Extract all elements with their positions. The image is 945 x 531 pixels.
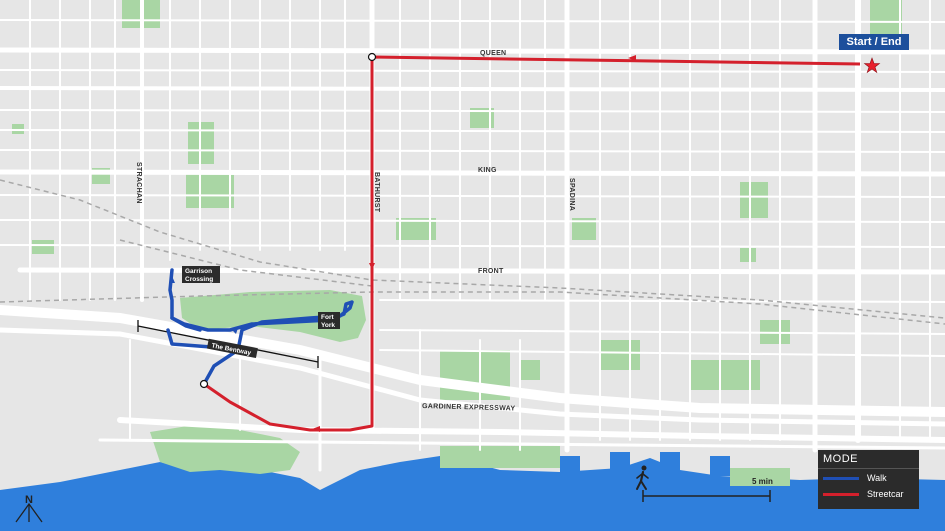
park-area bbox=[870, 0, 902, 36]
north-label: N bbox=[25, 494, 33, 506]
transfer-stop-queen-bathurst bbox=[367, 52, 377, 62]
legend-swatch-walk bbox=[823, 477, 859, 480]
park-area bbox=[12, 124, 24, 134]
svg-text:Garrison: Garrison bbox=[185, 268, 212, 275]
scale-label: 5 min bbox=[752, 477, 773, 486]
rail-lines bbox=[0, 179, 945, 325]
north-arrow-icon bbox=[15, 502, 43, 523]
harbour-slips bbox=[560, 452, 730, 476]
start-end-label: Start / End bbox=[839, 34, 909, 50]
svg-text:Crossing: Crossing bbox=[185, 276, 213, 283]
street-label-front: FRONT bbox=[478, 268, 504, 275]
lake-water bbox=[0, 456, 945, 531]
street-label-king: KING bbox=[478, 167, 497, 174]
street-label-bathurst: BATHURST bbox=[373, 172, 380, 213]
park-area bbox=[440, 446, 560, 468]
arrow-up-icon bbox=[169, 276, 175, 283]
transfer-stop-fort-york bbox=[199, 379, 209, 389]
garrison-crossing-tag: Garrison Crossing bbox=[182, 266, 220, 283]
park-area bbox=[600, 340, 640, 370]
arrow-up-icon bbox=[232, 328, 238, 334]
legend-swatch-streetcar bbox=[823, 493, 859, 496]
street-label-queen: QUEEN bbox=[480, 50, 506, 57]
park-area bbox=[730, 468, 790, 486]
street-label-strachan: STRACHAN bbox=[135, 162, 142, 204]
legend-item-streetcar: Streetcar bbox=[823, 488, 919, 500]
park-area bbox=[690, 360, 760, 390]
scale-bar bbox=[642, 490, 771, 502]
legend-divider bbox=[818, 468, 919, 469]
park-area bbox=[150, 424, 300, 474]
fort-york-tag: Fort York bbox=[318, 312, 340, 329]
walking-person-icon bbox=[636, 465, 649, 490]
arrow-left-icon bbox=[628, 55, 636, 61]
start-end-star-icon bbox=[863, 57, 881, 74]
road-network bbox=[0, 0, 945, 472]
park-area bbox=[740, 182, 768, 218]
streetcar-route bbox=[203, 55, 861, 432]
mode-legend: MODE Walk Streetcar bbox=[818, 450, 919, 509]
arrow-down-icon bbox=[369, 263, 375, 270]
arrow-left-icon bbox=[312, 426, 320, 432]
street-label-gardiner: GARDINER EXPRESSWAY bbox=[422, 403, 516, 412]
svg-text:Fort: Fort bbox=[321, 314, 334, 321]
park-area bbox=[740, 248, 756, 262]
park-area bbox=[470, 108, 494, 128]
legend-item-walk: Walk bbox=[823, 472, 919, 484]
park-area bbox=[396, 218, 436, 240]
legend-label-streetcar: Streetcar bbox=[867, 489, 904, 499]
legend-title: MODE bbox=[823, 453, 858, 465]
svg-text:York: York bbox=[321, 322, 335, 329]
legend-label-walk: Walk bbox=[867, 473, 887, 483]
park-area bbox=[32, 240, 54, 254]
street-label-spadina: SPADINA bbox=[568, 178, 575, 211]
park-area bbox=[186, 172, 234, 208]
park-area bbox=[572, 218, 596, 240]
park-area bbox=[520, 360, 540, 380]
